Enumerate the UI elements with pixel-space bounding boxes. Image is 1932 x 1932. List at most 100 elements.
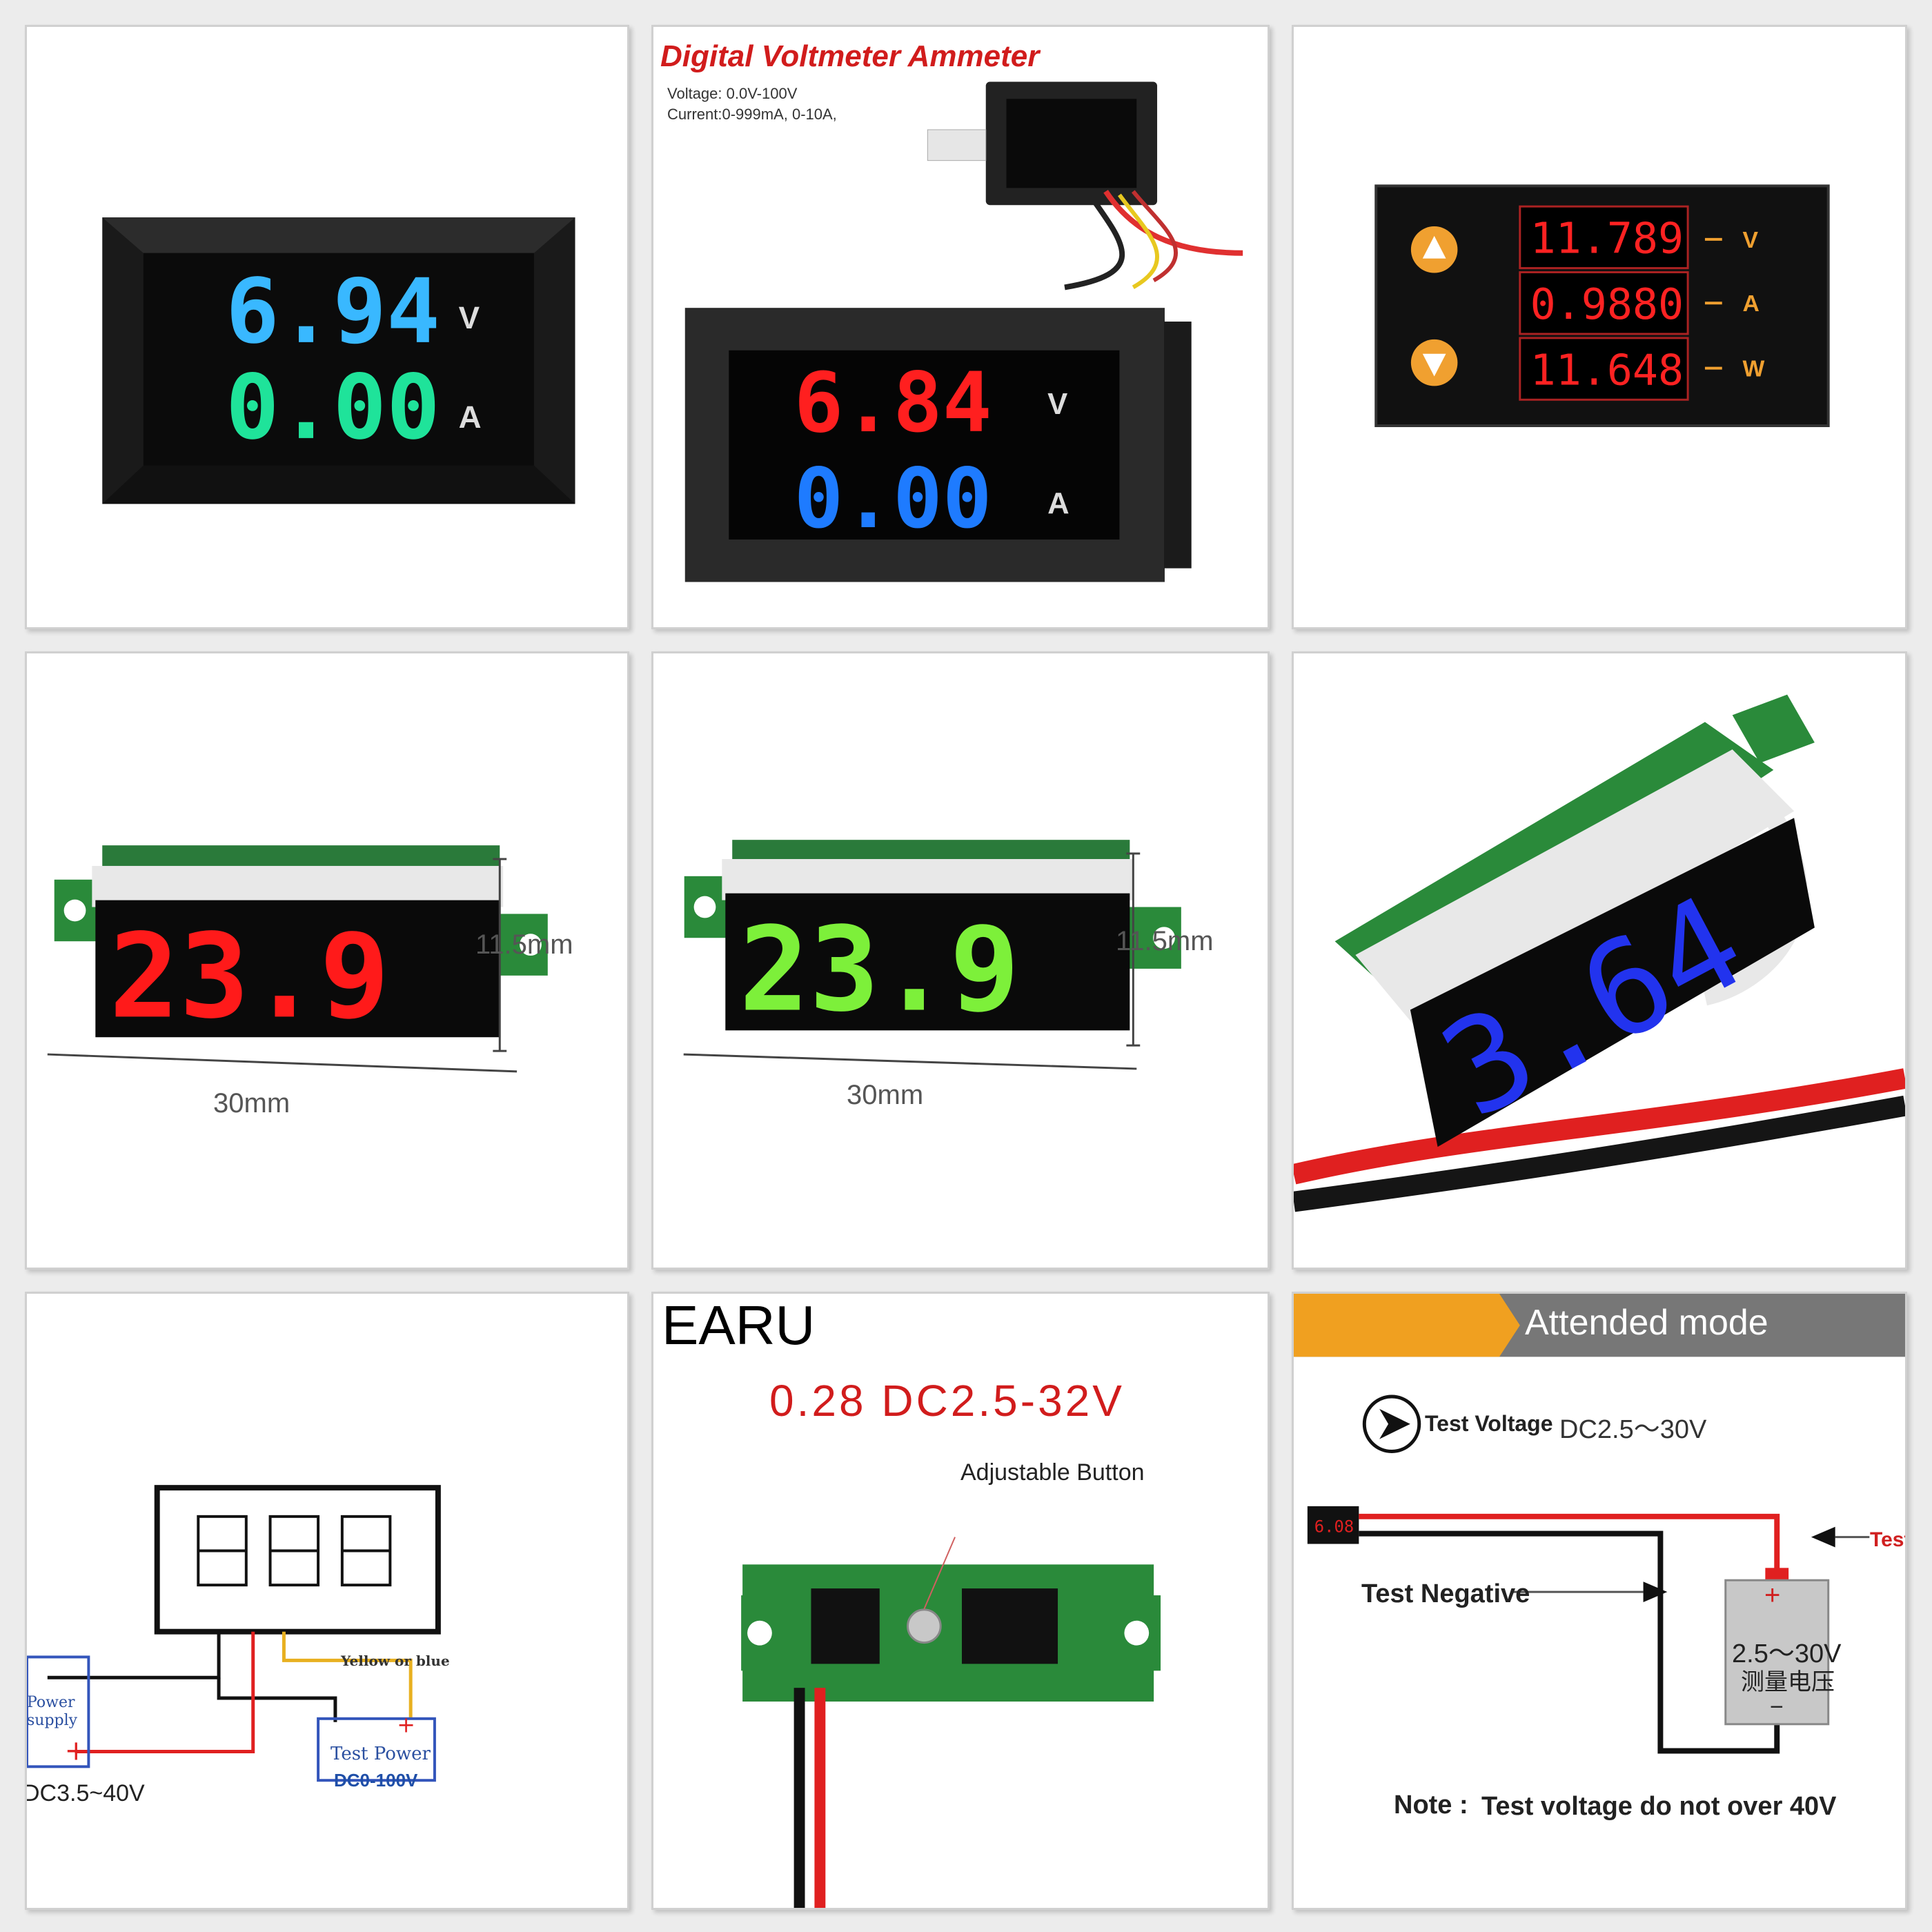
battery-range: 2.5～30V — [1732, 1639, 1842, 1668]
plus-icon: + — [65, 1735, 88, 1766]
unit-a-label: A — [1047, 486, 1070, 520]
wire-black-2 — [217, 1677, 337, 1722]
dual-meter-graphic-2: 6.84 0.00 V A — [684, 81, 1243, 582]
mount-hole-left — [747, 1620, 772, 1646]
test-label: Test — [1870, 1528, 1907, 1551]
power-supply-box — [27, 1655, 90, 1768]
battery-box — [1724, 1579, 1830, 1726]
down-arrow-icon — [1422, 353, 1446, 377]
wire-yellow — [1118, 193, 1159, 289]
battery-cn-label: 测量电压 — [1741, 1668, 1835, 1696]
voltage-screen — [1519, 205, 1689, 270]
pcb-board — [742, 1564, 1154, 1702]
meter-screen — [143, 253, 534, 466]
dual-meter-graphic: 6.94 0.00 V A — [102, 217, 575, 504]
attended-mode-diagram: 6.08 Attended mode Test Voltage DC2.5～30… — [1292, 1292, 1907, 1910]
wire-black — [793, 1688, 805, 1908]
mount-tab — [1732, 694, 1815, 763]
wire-black — [47, 1631, 221, 1679]
wire-red — [1103, 190, 1243, 256]
unit-a-label: A — [1743, 290, 1759, 317]
test-power-label: Test Power — [331, 1744, 431, 1764]
adjustable-button[interactable] — [907, 1608, 942, 1644]
mini-meter-blue-graphic: 3.64 — [1294, 694, 1905, 1212]
attended-mode-graphic: 6.08 — [1294, 1294, 1905, 1754]
current-reading: 0.9880 — [1530, 279, 1684, 329]
voltage-reading: 6.84 — [794, 355, 992, 451]
unit-v-label: V — [1743, 227, 1759, 253]
product-title: Digital Voltmeter Ammeter — [660, 39, 1040, 73]
reading: 23.9 — [739, 902, 1020, 1038]
pcb-graphic — [741, 1537, 1161, 1908]
negative-arrow-icon — [1643, 1581, 1668, 1602]
mount-hole-left — [693, 896, 716, 918]
note-label: Note : — [1394, 1791, 1468, 1820]
adjustable-button-label: Adjustable Button — [960, 1459, 1145, 1486]
meter-side — [1163, 322, 1192, 569]
mini-display — [1307, 1506, 1359, 1544]
width-line — [683, 1053, 1137, 1070]
current-screen — [1519, 271, 1689, 335]
mini-meter-green: 23.9 11.5mm 30mm — [651, 651, 1270, 1270]
mini-meter-red-graphic: 23.9 — [47, 845, 548, 1073]
small-module-screen — [1006, 99, 1137, 188]
battery-plus: + — [1764, 1580, 1781, 1610]
wiring-diagram: + + Yellow or blue Power supply Test Pow… — [25, 1292, 629, 1910]
wire-yellow — [282, 1631, 413, 1717]
wire-color-label: Yellow or blue — [341, 1653, 450, 1669]
height-dimension: 11.5mm — [475, 929, 573, 960]
vaw-meter-graphic: 11.789 0.9880 11.648 V A W — [1374, 184, 1830, 427]
current-reading: 0.00 — [794, 451, 992, 547]
play-arrow-icon — [1379, 1408, 1410, 1439]
adjust-pointer — [923, 1537, 956, 1610]
wire-red — [1294, 1068, 1905, 1185]
ic-chip — [961, 1588, 1058, 1664]
voltage-reading: 6.94 — [226, 260, 440, 364]
width-line — [47, 1053, 518, 1073]
voltage-reading: 11.789 — [1530, 214, 1684, 264]
mini-meter-blue: 3.64 — [1292, 651, 1907, 1270]
test-range-label: DC0-100V — [334, 1770, 418, 1791]
housing — [1355, 749, 1795, 1038]
width-dimension: 30mm — [847, 1080, 924, 1110]
up-arrow-icon — [1422, 235, 1446, 259]
mini-display-value: 6.08 — [1314, 1517, 1354, 1537]
width-dimension: 30mm — [213, 1088, 290, 1118]
meter-screen — [729, 350, 1120, 540]
wire-black — [1064, 196, 1125, 290]
power-screen — [1519, 337, 1689, 401]
test-voltage-label: Test Voltage — [1425, 1411, 1553, 1436]
connector-plug — [927, 129, 987, 161]
spec-voltage: Voltage: 0.0V-100V — [667, 85, 798, 102]
banner-title: Attended mode — [1525, 1303, 1768, 1343]
mini-meter-red: 23.9 11.5mm 30mm — [25, 651, 629, 1270]
meter-photo-red-blue: 6.84 0.00 V A Digital Voltmeter Ammeter … — [651, 25, 1270, 629]
test-negative-label: Test Negative — [1361, 1579, 1530, 1608]
battery-terminal — [1765, 1568, 1789, 1582]
mount-hole-right — [1153, 927, 1175, 949]
mini-meter-green-graphic: 23.9 — [683, 840, 1181, 1070]
unit-a-label: A — [459, 400, 482, 435]
height-dimension: 11.5mm — [1116, 926, 1214, 956]
pcb-board-photo: EARU 0.28 DC2.5-32V Adjustable Button — [651, 1292, 1270, 1910]
note-text: Test voltage do not over 40V — [1481, 1792, 1837, 1821]
power-supply-label: Power supply — [27, 1694, 78, 1729]
wire-black — [1359, 1530, 1780, 1754]
spec-current: Current:0-999mA, 0-10A, — [667, 106, 837, 123]
plus-icon-2: + — [397, 1713, 415, 1738]
wiring-diagram-graphic: + + — [27, 1485, 441, 1782]
supply-range-label: DC3.5~40V — [25, 1780, 145, 1806]
wire-red — [75, 1631, 255, 1753]
battery-minus: − — [1770, 1694, 1784, 1720]
wire-red-2 — [1131, 190, 1179, 283]
mount-hole-left — [63, 899, 86, 922]
mount-hole-right — [1124, 1620, 1150, 1646]
bezel-top — [102, 217, 575, 253]
reading: 23.9 — [109, 908, 390, 1044]
bezel-bottom — [102, 465, 575, 504]
unit-v-label: V — [1047, 387, 1067, 421]
wire-black — [1294, 1095, 1905, 1212]
meter-photo-blue-green: 6.94 0.00 V A — [25, 25, 629, 629]
test-power-box — [317, 1717, 436, 1782]
mount-hole-right — [520, 934, 542, 956]
